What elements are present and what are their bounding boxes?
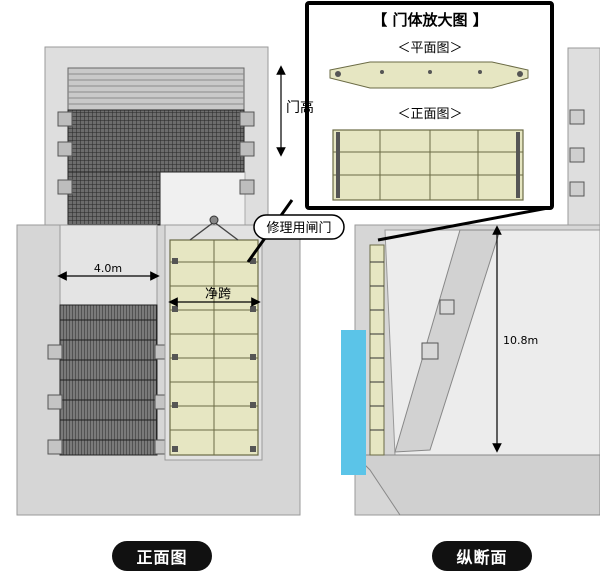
repair-gate-label: 修理用闸门	[266, 221, 331, 236]
front-view-button[interactable]: 正面图	[112, 541, 212, 571]
depth-label: 10.8m	[503, 334, 538, 347]
width-label: 4.0m	[94, 262, 122, 275]
plan-view-label: ＜平面图＞	[397, 41, 462, 56]
section-view-button[interactable]: 纵断面	[432, 541, 532, 571]
inset-title: 【 门体放大图 】	[372, 11, 487, 29]
section-view-drawing	[341, 47, 600, 516]
gate-enlarged-inset	[246, 1, 554, 263]
front-view-label: ＜正面图＞	[397, 107, 462, 122]
gate-height-label: 门高	[286, 99, 314, 116]
repair-gate-callout: 修理用闸门	[253, 214, 345, 240]
clear-span-label: 净跨	[205, 287, 231, 302]
front-view-drawing	[16, 46, 301, 516]
